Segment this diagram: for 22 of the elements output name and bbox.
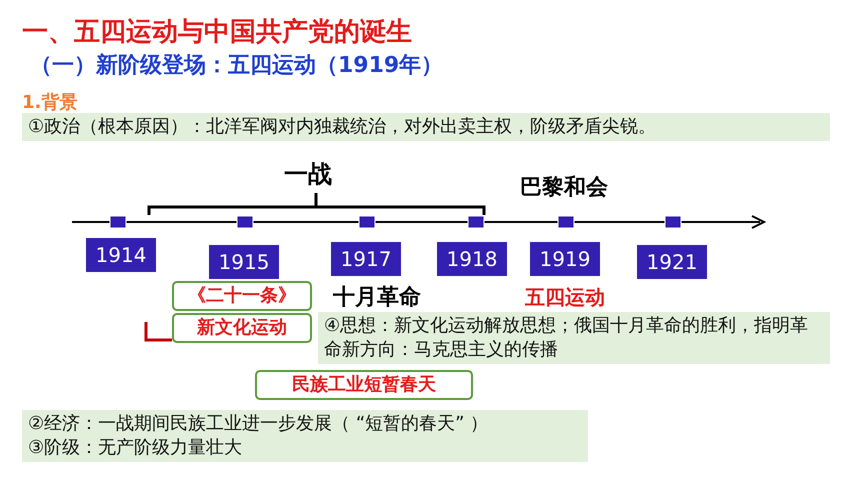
subtitle: （一）新阶级登场：五四运动（1919年） [30, 52, 444, 80]
event-label: 十月革命 [333, 284, 421, 312]
event-box: 民族工业短暂春天 [255, 370, 473, 400]
event-label: 巴黎和会 [520, 174, 608, 202]
section-heading: 1.背景 [22, 91, 78, 114]
event-label: 五四运动 [525, 284, 605, 311]
text-panel [22, 113, 830, 141]
year-box: 1918 [437, 242, 507, 276]
text-line: ③阶级：无产阶级力量壮大 [28, 436, 244, 460]
slide-title: 一、五四运动与中国共产党的诞生 [22, 16, 412, 49]
text-line: ①政治（根本原因）：北洋军阀对内独裁统治，对外出卖主权，阶级矛盾尖锐。 [28, 115, 658, 139]
period-label: 一战 [284, 159, 332, 190]
year-box: 1921 [637, 245, 707, 279]
year-box: 1917 [331, 242, 401, 276]
text-panel [22, 410, 588, 462]
text-line: ④思想：新文化运动解放思想；俄国十月革命的胜利，指明革命新方向：马克思主义的传播 [324, 314, 810, 362]
year-box: 1919 [530, 242, 600, 276]
text-line: ②经济：一战期间民族工业进一步发展（ “短暂的春天” ） [28, 412, 490, 436]
event-box: 《二十一条》 [172, 281, 312, 311]
year-box: 1915 [209, 245, 279, 279]
year-box: 1914 [86, 238, 156, 272]
event-box: 新文化运动 [172, 313, 312, 343]
